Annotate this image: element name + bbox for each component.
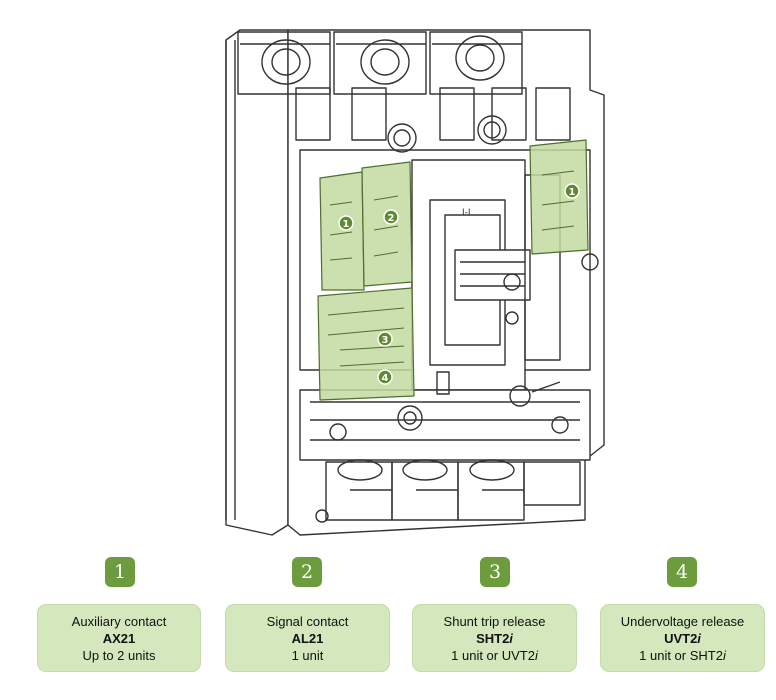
marker-2-label: 2 — [388, 213, 395, 224]
badge-4: 4 — [667, 557, 697, 587]
marker-3: 3 — [377, 331, 393, 347]
marker-1-left: 1 — [338, 215, 354, 231]
callout-4-description: Undervoltage release — [620, 614, 745, 629]
callout-box-3: Shunt trip release SHT2i 1 unit or UVT2i — [412, 604, 577, 672]
marker-4: 4 — [377, 369, 393, 385]
marker-1-left-label: 1 — [343, 219, 350, 230]
svg-text:I-I: I-I — [462, 208, 471, 218]
marker-3-label: 3 — [382, 335, 389, 346]
callout-box-1: Auxiliary contact AX21 Up to 2 units — [37, 604, 201, 672]
callout-2-description: Signal contact — [266, 614, 349, 629]
marker-1-right: 1 — [564, 183, 580, 199]
callout-box-4: Undervoltage release UVT2i 1 unit or SHT… — [600, 604, 765, 672]
marker-4-label: 4 — [382, 373, 389, 384]
callout-3-description: Shunt trip release — [443, 614, 546, 629]
callout-3-quantity: 1 unit or UVT2i — [451, 648, 538, 663]
callout-4-quantity: 1 unit or SHT2i — [639, 648, 726, 663]
badge-3: 3 — [480, 557, 510, 587]
marker-2: 2 — [383, 209, 399, 225]
callout-1-quantity: Up to 2 units — [82, 648, 156, 663]
callout-3-code: SHT2i — [476, 631, 513, 646]
badge-1: 1 — [105, 557, 135, 587]
callout-2-code: AL21 — [291, 631, 324, 646]
marker-1-right-label: 1 — [569, 187, 576, 198]
callout-1-description: Auxiliary contact — [71, 614, 167, 629]
callout-4-code: UVT2i — [664, 631, 701, 646]
badge-2: 2 — [292, 557, 322, 587]
circuit-breaker-illustration: I-I — [225, 29, 605, 536]
callout-2-quantity: 1 unit — [291, 648, 324, 663]
callout-box-2: Signal contact AL21 1 unit — [225, 604, 390, 672]
callout-1-code: AX21 — [102, 631, 136, 646]
